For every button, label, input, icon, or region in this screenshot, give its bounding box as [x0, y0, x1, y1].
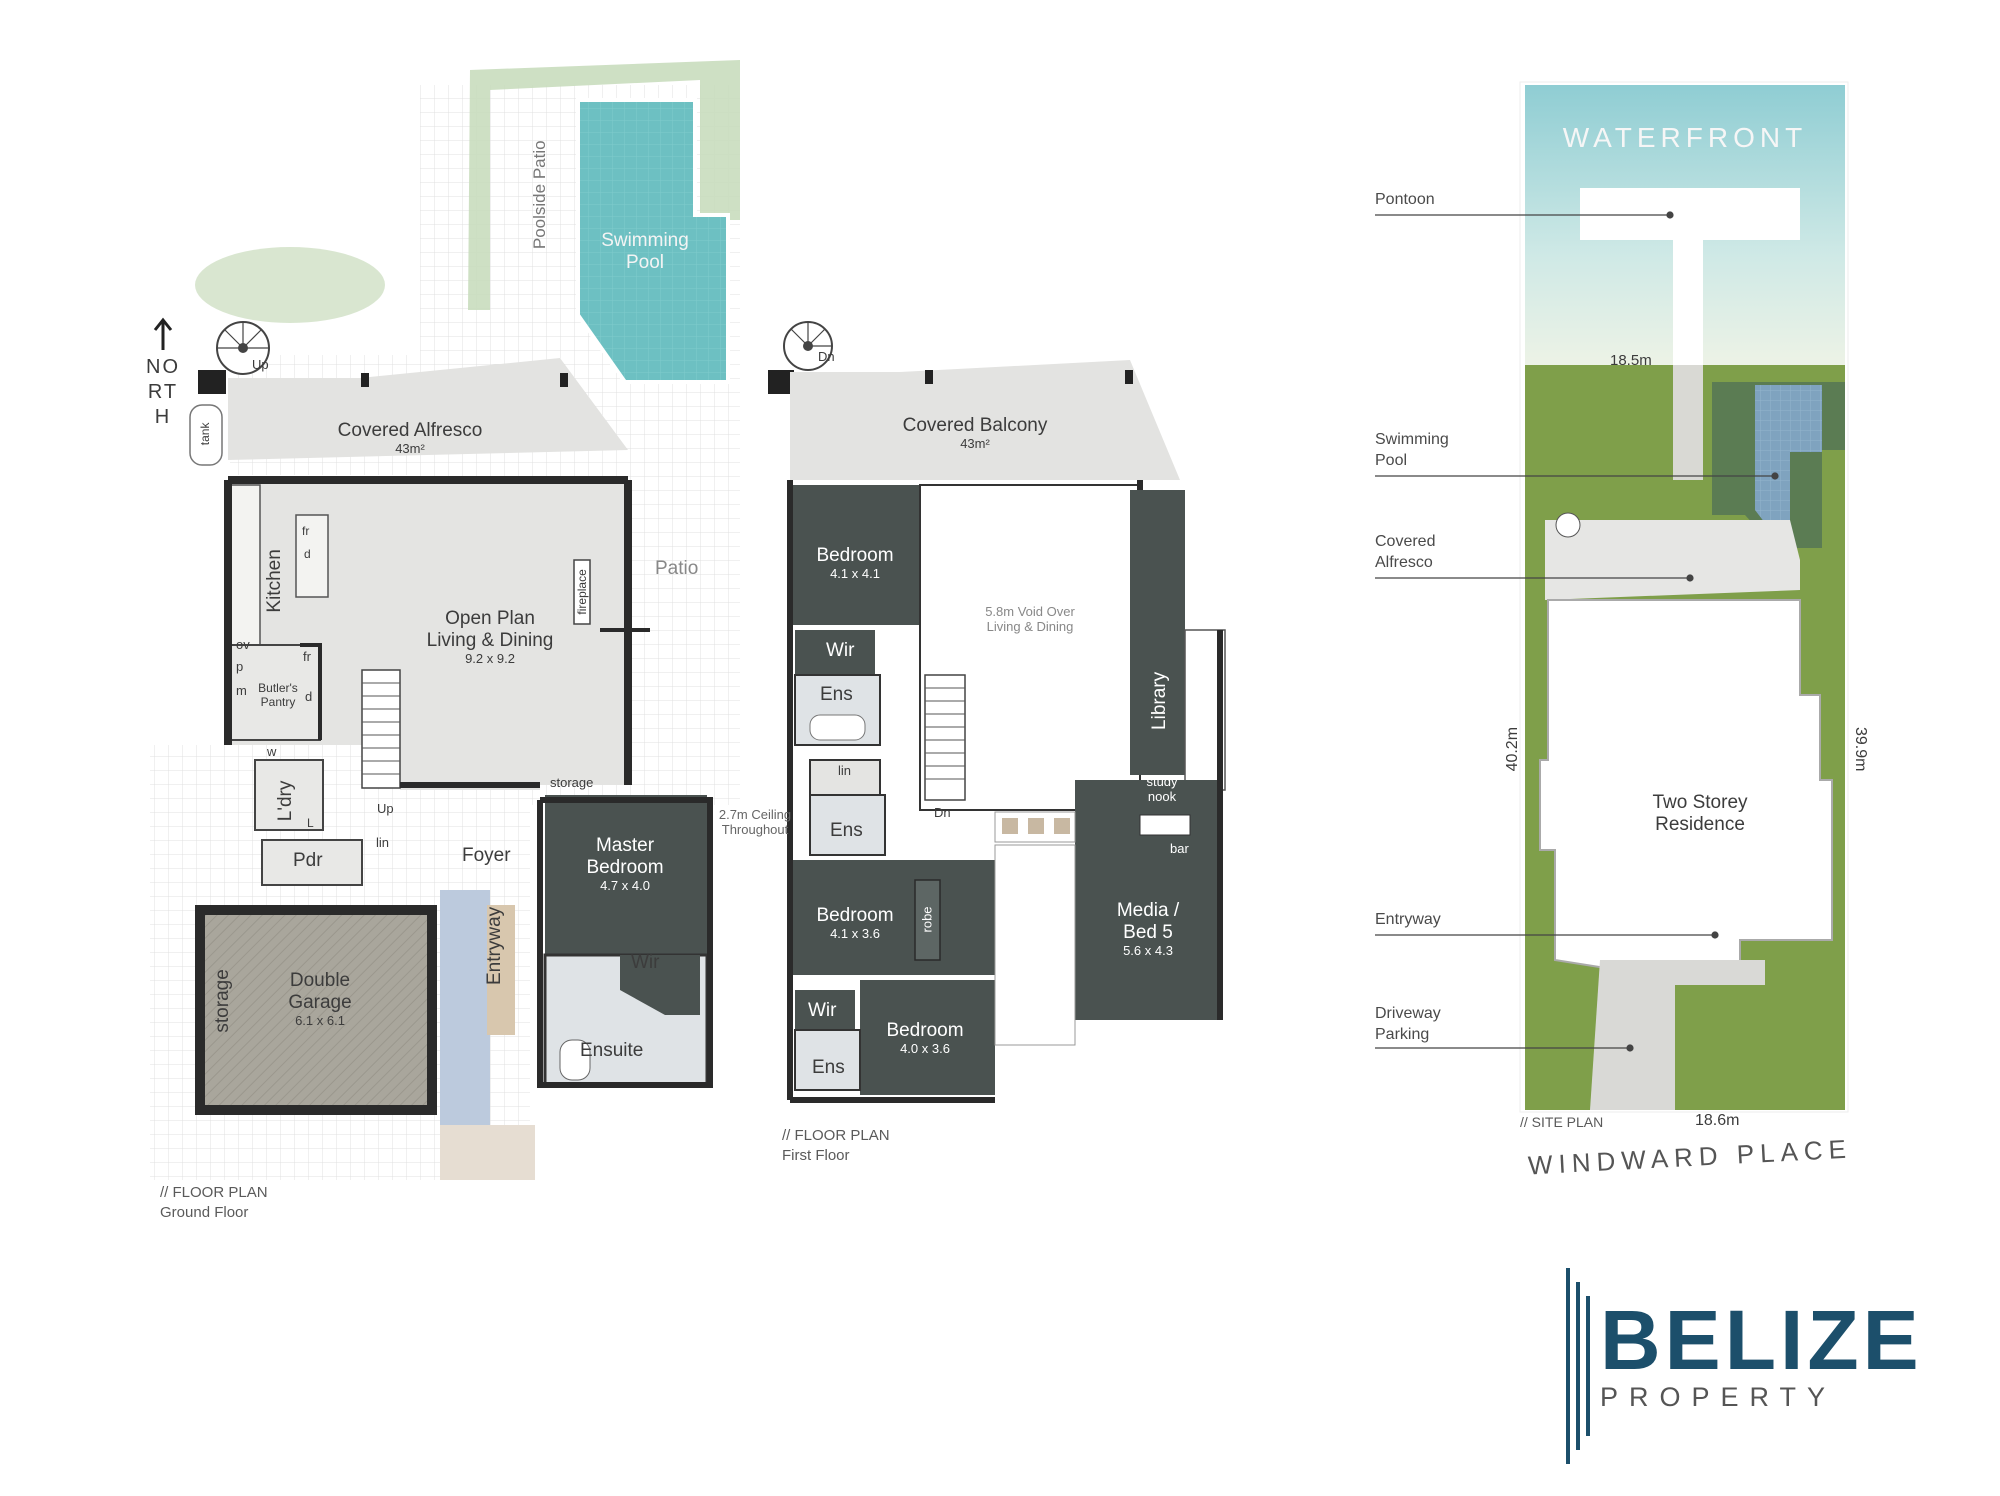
library — [1130, 490, 1185, 775]
logo-mark — [1566, 1268, 1590, 1464]
storage-label: storage — [550, 775, 594, 790]
double-garage-label: Double Garage 6.1 x 6.1 — [288, 970, 352, 1028]
entry-water-feature — [440, 890, 490, 1130]
site-alfresco-callout: Covered Alfresco — [1375, 533, 1436, 571]
ff-linen-label: lin — [838, 763, 852, 778]
kitchen-island — [295, 514, 329, 598]
internal-stairs — [361, 669, 401, 789]
l-label: L — [307, 816, 314, 830]
ensuite-label: Ensuite — [580, 1040, 644, 1061]
spiral-up-label: Up — [252, 357, 269, 372]
bedroom-1 — [790, 485, 920, 625]
waterfront-label: WATERFRONT — [1562, 122, 1808, 153]
oven-label: ov — [236, 637, 250, 652]
ens-2-label: Ens — [830, 820, 863, 841]
void-label: 5.8m Void Over Living & Dining — [985, 604, 1075, 634]
ground-floor-caption: // FLOOR PLAN Ground Floor — [160, 1184, 268, 1221]
site-callout-lines — [1375, 211, 1779, 1052]
site-pool-callout: Swimming Pool — [1375, 431, 1449, 469]
ens-3-label: Ens — [812, 1057, 845, 1078]
master-bedroom — [545, 795, 707, 960]
driveway — [1590, 960, 1675, 1110]
entryway-path — [487, 905, 515, 1035]
w-label: w — [267, 744, 277, 759]
covered-alfresco-label: Covered Alfresco 43m² — [337, 420, 483, 456]
site-alfresco — [1545, 520, 1800, 600]
driveway-callout: Driveway Parking — [1375, 1005, 1441, 1043]
laundry-label: L'dry — [275, 780, 297, 822]
study-nook-label: study nook — [1146, 774, 1178, 804]
swimming-pool-label: Swimming Pool — [601, 230, 689, 273]
p-label: p — [236, 659, 244, 674]
patio-label: Patio — [655, 558, 699, 579]
covered-balcony-area — [790, 360, 1180, 480]
north-label: NORTH — [146, 356, 180, 428]
width-bottom-label: 18.6m — [1695, 1112, 1740, 1129]
library-label: Library — [1149, 671, 1171, 730]
ground-floor-plan — [150, 60, 740, 1180]
poolside-patio-label: Poolside Patio — [530, 140, 550, 250]
site-entryway-callout: Entryway — [1375, 911, 1441, 928]
pontoon — [1580, 188, 1800, 240]
garage-storage-label: storage — [212, 969, 234, 1033]
tank-label: tank — [198, 422, 213, 446]
covered-alfresco-area — [228, 358, 628, 460]
d-label: d — [305, 689, 313, 704]
bedroom-2-label: Bedroom 4.1 x 3.6 — [816, 905, 894, 941]
residence-label: Two Storey Residence — [1652, 792, 1748, 835]
wir-1-label: Wir — [826, 640, 855, 661]
brand-logo-name: BELIZE — [1600, 1293, 1923, 1387]
bedroom-3 — [860, 980, 995, 1095]
garden-shrub — [195, 247, 385, 323]
first-floor-plan — [768, 321, 1226, 1103]
double-garage — [195, 905, 437, 1115]
entryway-label: Entryway — [484, 906, 506, 985]
bedroom-1-label: Bedroom 4.1 x 4.1 — [816, 545, 894, 581]
open-plan-label: Open Plan Living & Dining 9.2 x 9.2 — [426, 608, 554, 666]
swimming-pool — [576, 98, 730, 384]
powder-room-label: Pdr — [293, 850, 323, 871]
butlers-pantry-label: Butler's Pantry — [258, 681, 298, 709]
appliance-d-label: d — [304, 547, 311, 561]
wir-2-label: Wir — [808, 1000, 837, 1021]
depth-right-label: 39.9m — [1852, 726, 1870, 772]
width-top-label: 18.5m — [1610, 352, 1652, 369]
foyer-label: Foyer — [462, 845, 511, 866]
first-floor-caption: // FLOOR PLAN First Floor — [782, 1127, 890, 1164]
fireplace — [573, 559, 591, 625]
fridge-label: fr — [303, 649, 311, 664]
robe-label: robe — [919, 906, 935, 933]
bedroom-3-label: Bedroom 4.0 x 3.6 — [886, 1020, 964, 1056]
wir-label: Wir — [631, 952, 660, 973]
kitchen-label: Kitchen — [264, 549, 286, 613]
site-plan — [1519, 81, 1849, 1113]
ens-1-label: Ens — [820, 684, 853, 705]
brand-logo-sub: PROPERTY — [1600, 1382, 1837, 1412]
m-label: m — [236, 683, 247, 698]
spiral-dn-label: Dn — [818, 349, 835, 364]
bar-label: bar — [1170, 841, 1189, 856]
north-arrow-icon — [153, 317, 173, 350]
pontoon-callout: Pontoon — [1375, 191, 1435, 208]
water-tank — [189, 404, 223, 466]
media-bed5-label: Media / Bed 5 5.6 x 4.3 — [1116, 900, 1180, 958]
ceiling-note: 2.7m Ceiling Throughout — [718, 807, 792, 837]
covered-balcony-label: Covered Balcony 43m² — [902, 415, 1048, 451]
ff-dn-stairs-label: Dn — [934, 805, 951, 820]
depth-left-label: 40.2m — [1503, 726, 1521, 772]
two-storey-residence — [1539, 599, 1833, 976]
appliance-fr-label: fr — [302, 524, 310, 538]
stairs-up-label: Up — [377, 801, 394, 816]
garden-hedge — [468, 60, 740, 310]
site-plan-caption: // SITE PLAN — [1520, 1114, 1604, 1130]
site-pool — [1755, 385, 1822, 540]
bedroom-2 — [790, 860, 995, 975]
first-floor-stairs — [924, 674, 966, 801]
linen-label: lin — [376, 835, 390, 850]
master-bedroom-label: Master Bedroom 4.7 x 4.0 — [586, 835, 664, 893]
